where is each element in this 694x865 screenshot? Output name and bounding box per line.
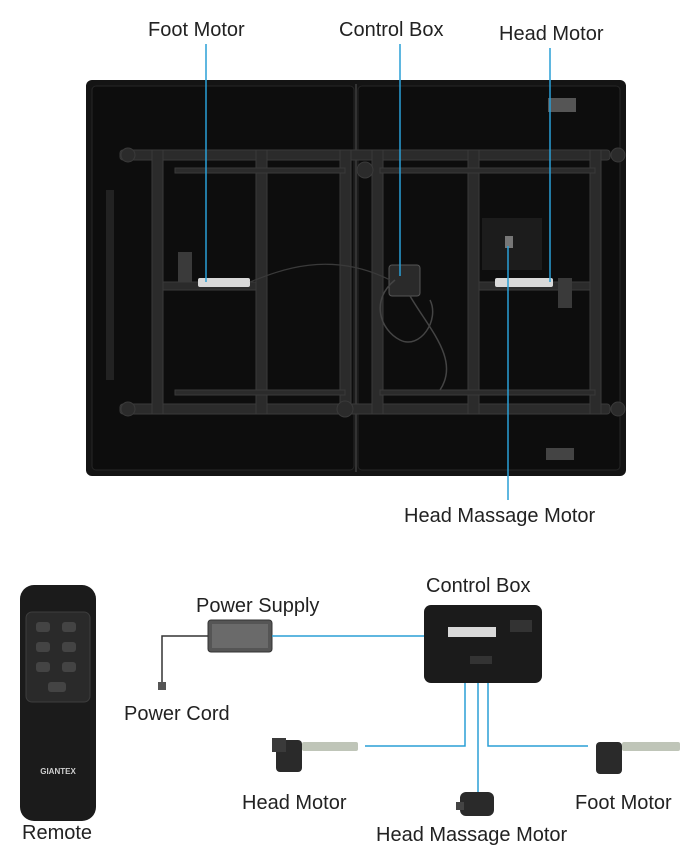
side-slot	[106, 190, 114, 380]
foot-motor-actuator	[178, 252, 250, 287]
label-head-massage-motor-bottom: Head Massage Motor	[376, 824, 568, 846]
label-head-motor-bottom: Head Motor	[242, 792, 347, 814]
head-motor-device	[272, 738, 358, 772]
label-control-box-bottom: Control Box	[426, 575, 531, 597]
label-head-massage-motor-top: Head Massage Motor	[404, 505, 596, 527]
control-box-device	[424, 605, 542, 683]
label-power-cord: Power Cord	[124, 703, 230, 725]
head-massage-motor-device	[456, 792, 494, 816]
remote-device	[20, 585, 96, 821]
label-control-box-top: Control Box	[339, 19, 444, 41]
head-massage-motor-on-bed	[505, 236, 513, 248]
foot-motor-device	[596, 742, 680, 774]
line-control-box-to-foot-motor	[487, 683, 588, 747]
remote-brand-text: GIANTEX	[40, 767, 76, 776]
steel-frame	[119, 147, 626, 418]
power-supply-brick	[207, 619, 273, 653]
wire	[249, 263, 391, 283]
label-head-motor-top: Head Motor	[499, 23, 604, 45]
label-tag	[548, 98, 576, 112]
head-motor-actuator	[495, 278, 572, 308]
label-tag	[546, 448, 574, 460]
line-control-box-to-head-motor	[365, 683, 466, 747]
power-cord-wire	[161, 635, 208, 684]
power-plug	[158, 682, 166, 690]
wire	[379, 279, 434, 343]
wire	[409, 295, 448, 391]
label-foot-motor-top: Foot Motor	[148, 19, 245, 41]
label-remote: Remote	[22, 822, 93, 844]
label-foot-motor-bottom: Foot Motor	[575, 792, 672, 814]
control-box-on-bed	[388, 264, 421, 297]
label-power-supply: Power Supply	[196, 595, 320, 617]
